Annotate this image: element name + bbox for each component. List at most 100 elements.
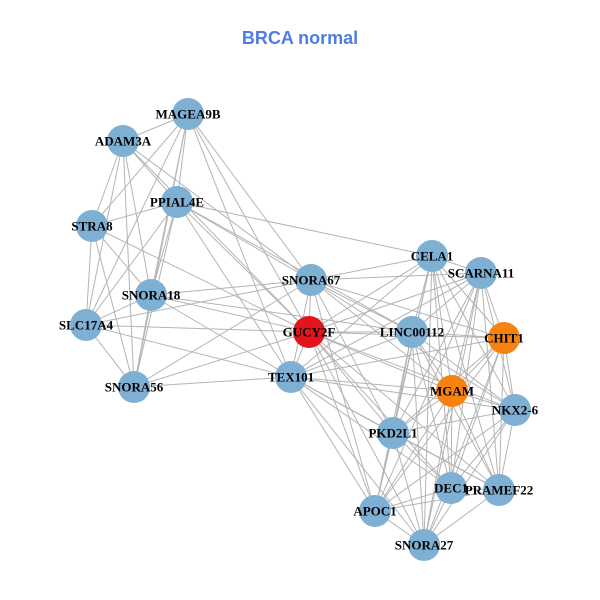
edge-pkd2l1-pramef22 xyxy=(392,432,500,491)
edge-tex101-apoc1 xyxy=(290,376,376,512)
edge-mgam-dec1 xyxy=(450,390,453,489)
edge-linc00112-snora27 xyxy=(411,331,425,546)
node-label-dec1: DEC1 xyxy=(434,481,468,496)
edge-ppial4e-slc17a4 xyxy=(85,201,178,326)
diagram-title: BRCA normal xyxy=(241,28,359,48)
node-linc00112[interactable]: LINC00112 xyxy=(380,316,444,348)
node-circle-apoc1[interactable] xyxy=(359,495,391,527)
node-label-ppial4e: PPIAL4E xyxy=(150,195,204,210)
node-cela1[interactable]: CELA1 xyxy=(411,240,454,272)
node-label-nkx2-6: NKX2-6 xyxy=(492,403,539,418)
node-label-slc17a4: SLC17A4 xyxy=(59,318,114,333)
edge-ppial4e-snora18 xyxy=(150,201,178,296)
node-circle-dec1[interactable] xyxy=(435,472,467,504)
node-slc17a4[interactable]: SLC17A4 xyxy=(59,309,114,341)
node-circle-pramef22[interactable] xyxy=(483,474,515,506)
edge-scarna11-mgam xyxy=(451,272,482,392)
node-circle-snora56[interactable] xyxy=(118,371,150,403)
node-circle-scarna11[interactable] xyxy=(465,257,497,289)
node-adam3a[interactable]: ADAM3A xyxy=(95,125,152,157)
edge-snora18-tex101 xyxy=(150,294,292,378)
node-snora27[interactable]: SNORA27 xyxy=(395,529,454,561)
node-gucy2f[interactable]: GUCY2F xyxy=(283,316,336,348)
edge-gucy2f-mgam xyxy=(308,331,453,392)
node-label-snora27: SNORA27 xyxy=(395,538,454,553)
node-nkx2-6[interactable]: NKX2-6 xyxy=(492,394,539,426)
node-label-snora56: SNORA56 xyxy=(105,380,164,395)
edge-cela1-dec1 xyxy=(431,255,452,489)
edge-nkx2-6-pkd2l1 xyxy=(392,409,516,434)
node-snora18[interactable]: SNORA18 xyxy=(122,279,181,311)
node-dec1[interactable]: DEC1 xyxy=(434,472,468,504)
node-circle-stra8[interactable] xyxy=(76,210,108,242)
edge-tex101-snora27 xyxy=(290,376,425,546)
edge-linc00112-nkx2-6 xyxy=(411,331,516,411)
node-circle-slc17a4[interactable] xyxy=(70,309,102,341)
node-tex101[interactable]: TEX101 xyxy=(268,361,314,393)
node-label-tex101: TEX101 xyxy=(268,370,314,385)
edge-tex101-mgam xyxy=(290,376,453,392)
node-circle-chit1[interactable] xyxy=(488,322,520,354)
edge-snora67-chit1 xyxy=(310,279,505,339)
edge-gucy2f-dec1 xyxy=(308,331,452,489)
edge-magea9b-tex101 xyxy=(187,113,292,378)
edge-magea9b-gucy2f xyxy=(187,113,310,333)
node-chit1[interactable]: CHIT1 xyxy=(484,322,524,354)
node-circle-cela1[interactable] xyxy=(416,240,448,272)
node-scarna11[interactable]: SCARNA11 xyxy=(448,257,514,289)
node-circle-linc00112[interactable] xyxy=(396,316,428,348)
edge-slc17a4-tex101 xyxy=(85,324,292,378)
node-circle-ppial4e[interactable] xyxy=(161,186,193,218)
node-label-linc00112: LINC00112 xyxy=(380,325,444,340)
node-pkd2l1[interactable]: PKD2L1 xyxy=(368,417,418,449)
edge-tex101-chit1 xyxy=(290,337,505,378)
edge-mgam-pramef22 xyxy=(451,390,500,491)
node-snora67[interactable]: SNORA67 xyxy=(282,264,341,296)
edge-gucy2f-scarna11 xyxy=(308,272,482,333)
edge-stra8-gucy2f xyxy=(91,225,310,333)
node-magea9b[interactable]: MAGEA9B xyxy=(156,98,221,130)
node-circle-nkx2-6[interactable] xyxy=(499,394,531,426)
node-circle-snora67[interactable] xyxy=(295,264,327,296)
edge-ppial4e-tex101 xyxy=(176,201,292,378)
edge-stra8-slc17a4 xyxy=(85,225,93,326)
node-ppial4e[interactable]: PPIAL4E xyxy=(150,186,204,218)
edge-mgam-snora27 xyxy=(423,390,453,546)
edge-snora67-cela1 xyxy=(310,255,433,281)
edge-tex101-scarna11 xyxy=(290,272,482,378)
node-label-adam3a: ADAM3A xyxy=(95,134,152,149)
node-circle-mgam[interactable] xyxy=(436,375,468,407)
edge-mgam-apoc1 xyxy=(374,390,453,512)
node-apoc1[interactable]: APOC1 xyxy=(353,495,397,527)
edge-cela1-nkx2-6 xyxy=(431,255,516,411)
edge-stra8-snora56 xyxy=(91,225,135,388)
node-pramef22[interactable]: PRAMEF22 xyxy=(465,474,534,506)
edge-scarna11-pramef22 xyxy=(480,272,500,491)
edge-snora18-linc00112 xyxy=(150,294,413,333)
node-label-gucy2f: GUCY2F xyxy=(283,325,336,340)
node-snora56[interactable]: SNORA56 xyxy=(105,371,164,403)
edge-gucy2f-cela1 xyxy=(308,255,433,333)
edge-snora56-tex101 xyxy=(133,376,292,388)
node-circle-pkd2l1[interactable] xyxy=(377,417,409,449)
edge-snora18-gucy2f xyxy=(150,294,310,333)
edge-tex101-dec1 xyxy=(290,376,452,489)
edge-linc00112-pramef22 xyxy=(411,331,500,491)
edge-snora67-pkd2l1 xyxy=(310,279,394,434)
node-label-pramef22: PRAMEF22 xyxy=(465,483,534,498)
node-circle-snora18[interactable] xyxy=(135,279,167,311)
edge-scarna11-apoc1 xyxy=(374,272,482,512)
node-mgam[interactable]: MGAM xyxy=(430,375,474,407)
edge-snora56-gucy2f xyxy=(133,331,310,388)
node-label-snora67: SNORA67 xyxy=(282,273,341,288)
edge-slc17a4-gucy2f xyxy=(85,324,310,333)
node-circle-gucy2f[interactable] xyxy=(293,316,325,348)
edge-nkx2-6-snora27 xyxy=(423,409,516,546)
edge-tex101-nkx2-6 xyxy=(290,376,516,411)
node-circle-snora27[interactable] xyxy=(408,529,440,561)
node-stra8[interactable]: STRA8 xyxy=(71,210,113,242)
edge-adam3a-snora56 xyxy=(122,140,135,388)
node-circle-tex101[interactable] xyxy=(275,361,307,393)
node-circle-adam3a[interactable] xyxy=(107,125,139,157)
node-circle-magea9b[interactable] xyxy=(172,98,204,130)
